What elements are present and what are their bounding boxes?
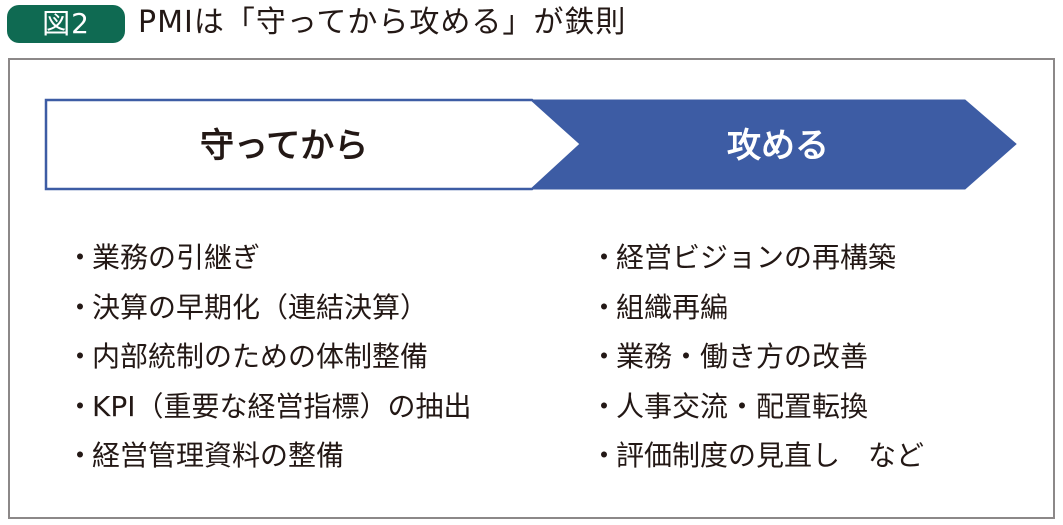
list-item: ・KPI（重要な経営指標）の抽出 [66, 382, 472, 432]
bullet-icon: ・ [66, 290, 95, 324]
bullet-icon: ・ [590, 439, 619, 472]
defend-list: ・業務の引継ぎ ・決算の早期化（連結決算） ・内部統制のための体制整備 ・KPI… [66, 233, 472, 481]
content-frame [8, 58, 1055, 519]
list-item: ・組織再編 [590, 283, 924, 333]
list-item: ・内部統制のための体制整備 [66, 332, 472, 382]
list-item: ・業務の引継ぎ [66, 233, 472, 283]
bullet-icon: ・ [590, 241, 619, 274]
bullet-icon: ・ [590, 389, 619, 423]
list-item: ・決算の早期化（連結決算） [66, 283, 472, 333]
bullet-icon: ・ [590, 290, 619, 324]
list-item: ・経営ビジョンの再構築 [590, 233, 924, 283]
attack-list: ・経営ビジョンの再構築 ・組織再編 ・業務・働き方の改善 ・人事交流・配置転換 … [590, 233, 924, 481]
figure-title: PMIは「守ってから攻める」が鉄則 [138, 5, 627, 40]
bullet-icon: ・ [590, 340, 619, 373]
list-item: ・評価制度の見直し など [590, 431, 924, 481]
bullet-icon: ・ [66, 439, 95, 472]
attack-phase-label: 攻める [727, 126, 829, 166]
attack-phase-chevron [530, 99, 1017, 190]
bullet-icon: ・ [66, 340, 95, 373]
defend-phase-label: 守ってから [200, 126, 369, 166]
list-item: ・経営管理資料の整備 [66, 431, 472, 481]
bullet-icon: ・ [66, 389, 95, 423]
list-item: ・業務・働き方の改善 [590, 332, 924, 382]
figure-badge: 図2 [7, 5, 125, 43]
list-item: ・人事交流・配置転換 [590, 382, 924, 432]
bullet-icon: ・ [66, 241, 95, 274]
